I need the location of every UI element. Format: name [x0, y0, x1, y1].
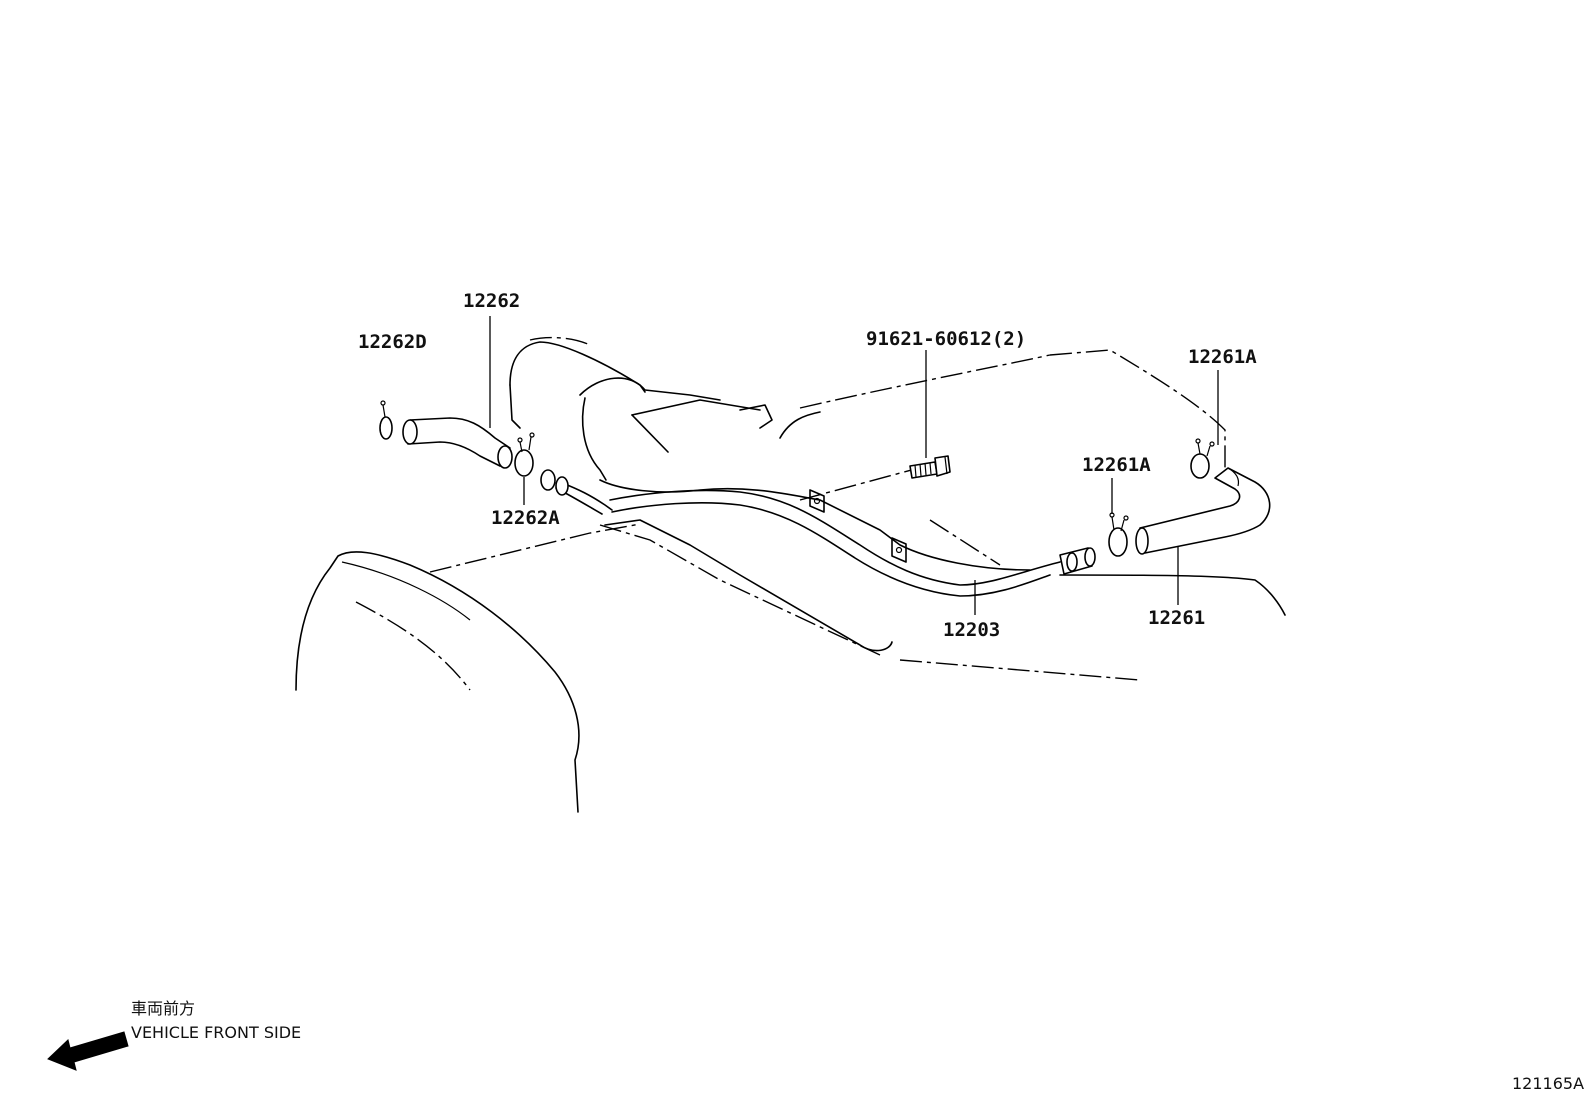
pipe-bracket-right: [891, 537, 907, 563]
front-side-label-en: VEHICLE FRONT SIDE: [131, 1023, 301, 1042]
diagram-code: 121165A: [1512, 1074, 1584, 1093]
leader-lines: [489, 316, 1219, 615]
water-bypass-pipe: [555, 481, 1061, 597]
callout-12262D: 12262D: [358, 331, 427, 353]
water-hose-12262: [402, 417, 513, 469]
engine-outline: [295, 551, 580, 813]
engine-block-outline: [429, 336, 1226, 681]
bolt-91621: [909, 455, 951, 479]
hose-clamp-12262A: [514, 432, 535, 477]
callout-91621-60612: 91621-60612(2): [866, 328, 1026, 350]
hose-clamp-12261A-mid: [1108, 512, 1129, 557]
cylinder-head: [509, 341, 1286, 652]
front-arrow-icon: [47, 1031, 129, 1071]
callout-12262: 12262: [463, 290, 520, 312]
pipe-fitting-left: [540, 469, 569, 496]
callout-12261: 12261: [1148, 607, 1205, 629]
callout-12261A-top: 12261A: [1188, 346, 1257, 368]
hose-clamp-12261A-top: [1190, 438, 1215, 479]
callout-12262A: 12262A: [491, 507, 560, 529]
callout-12261A-mid: 12261A: [1082, 454, 1151, 476]
front-side-label-jp: 車両前方: [131, 999, 195, 1018]
callout-12203: 12203: [943, 619, 1000, 641]
water-hose-12261: [1135, 467, 1271, 555]
pipe-bracket-left: [809, 489, 825, 513]
hose-clamp-12262D: [379, 400, 393, 440]
pipe-fitting-right: [1059, 547, 1096, 575]
